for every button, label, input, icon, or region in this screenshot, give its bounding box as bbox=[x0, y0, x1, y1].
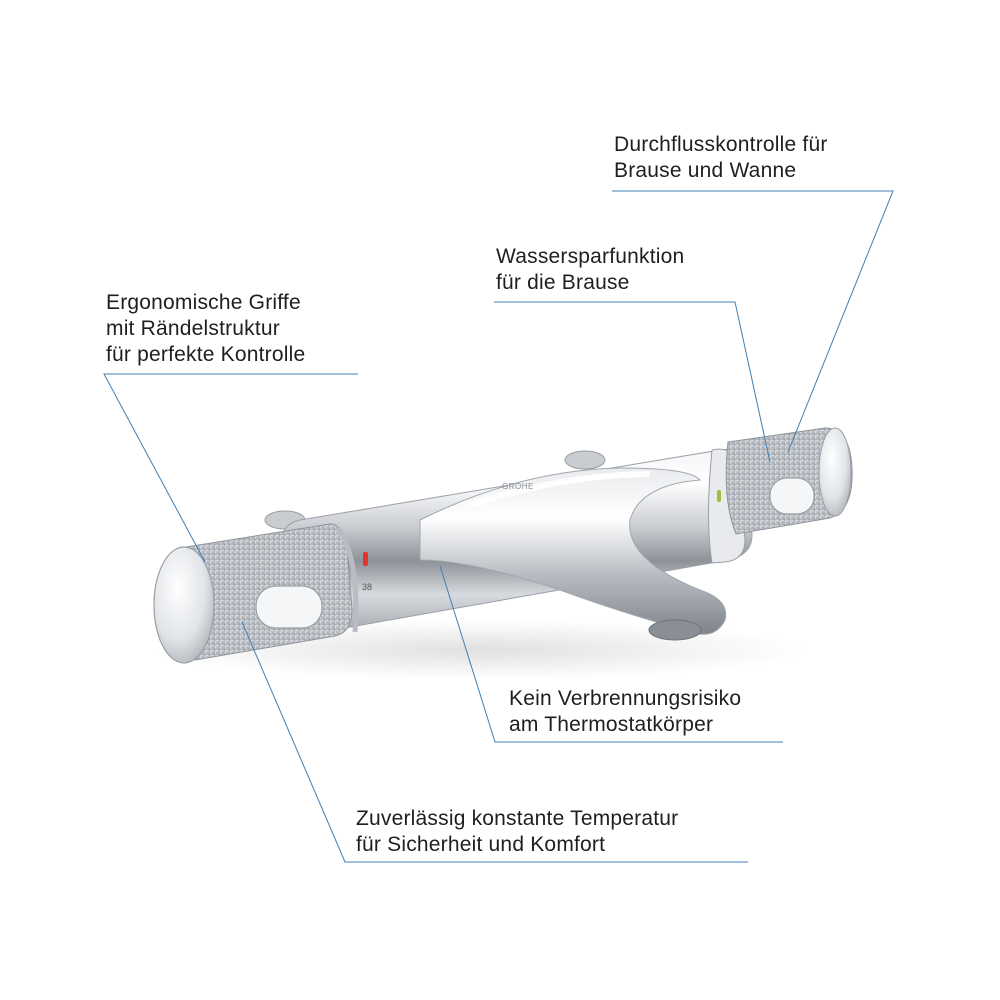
annotation-water-saving: Wassersparfunktion für die Brause bbox=[496, 244, 684, 296]
annotation-constant-temperature: Zuverlässig konstante Temperatur für Sic… bbox=[356, 806, 678, 858]
right-handle-button[interactable] bbox=[769, 477, 815, 515]
leader-lines bbox=[103, 190, 894, 863]
annotation-line: für Sicherheit und Komfort bbox=[356, 833, 606, 856]
annotation-line: Wassersparfunktion bbox=[496, 245, 685, 268]
spout-top-highlight bbox=[469, 471, 651, 508]
annotation-ergonomic-grips: Ergonomische Griffe mit Rändelstruktur f… bbox=[106, 290, 305, 368]
temperature-mark: 38 bbox=[362, 582, 372, 592]
spout-outlet bbox=[648, 619, 702, 641]
annotation-flow-control: Durchflusskontrolle für Brause und Wanne bbox=[614, 132, 828, 184]
annotation-line: für perfekte Kontrolle bbox=[106, 343, 306, 366]
annotation-line: Zuverlässig konstante Temperatur bbox=[356, 807, 679, 830]
annotation-line: am Thermostatkörper bbox=[509, 713, 714, 736]
annotation-line: Durchflusskontrolle für bbox=[614, 133, 828, 156]
leader-line-constant-temperature bbox=[241, 621, 748, 863]
left-handle-button[interactable] bbox=[255, 585, 323, 629]
eco-mark bbox=[717, 490, 721, 502]
spout bbox=[419, 467, 727, 635]
annotation-line: Kein Verbrennungsrisiko bbox=[509, 687, 742, 710]
leader-line-ergonomic-grips bbox=[103, 373, 358, 563]
left-handle-ring bbox=[335, 526, 359, 633]
leader-line-water-saving bbox=[494, 301, 771, 463]
brand-mark: GROHE bbox=[502, 482, 534, 491]
leader-line-no-burn-risk bbox=[439, 565, 783, 743]
leader-line-flow-control bbox=[612, 190, 894, 453]
hot-mark bbox=[363, 552, 368, 566]
annotation-line: Brause und Wanne bbox=[614, 159, 797, 182]
left-handle-cap bbox=[153, 546, 215, 664]
annotation-line: mit Rändelstruktur bbox=[106, 317, 280, 340]
right-handle-cap bbox=[818, 427, 852, 517]
annotation-no-burn-risk: Kein Verbrennungsrisiko am Thermostatkör… bbox=[509, 686, 741, 738]
annotation-line: für die Brause bbox=[496, 271, 630, 294]
wall-connector-right bbox=[564, 450, 606, 470]
annotation-line: Ergonomische Griffe bbox=[106, 291, 301, 314]
